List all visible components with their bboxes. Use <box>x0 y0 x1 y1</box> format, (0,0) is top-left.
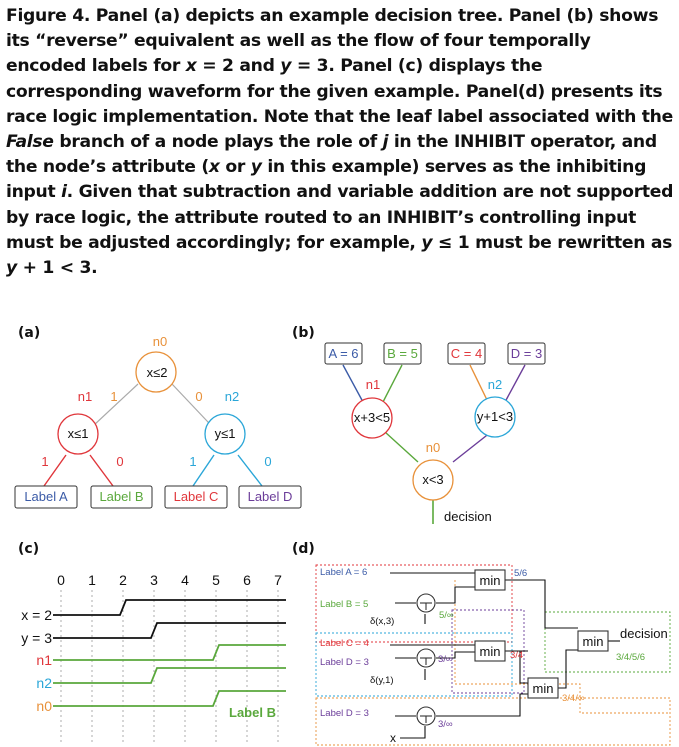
panel-a-tree: n0 x≤2 n1 x≤1 n2 y≤1 1 0 1 0 1 0 <box>41 334 272 487</box>
waveform-row-label: n2 <box>36 675 52 691</box>
d-t-3456: 3/4/5/6 <box>616 652 645 663</box>
group-box-orange <box>315 697 671 746</box>
reverse-node-n0 <box>412 459 454 501</box>
reverse-n2-name: n2 <box>488 377 502 392</box>
waveform-row-label: y = 3 <box>21 630 52 646</box>
group-box-red <box>315 564 513 643</box>
d-t-56: 5/6 <box>514 568 527 579</box>
panel-c-waveforms: 0 1 2 3 4 5 6 7 x = 2 y = 3 n1 n2 n0 <box>21 572 286 744</box>
min-gate-4 <box>577 630 609 652</box>
reverse-n1-name: n1 <box>366 377 380 392</box>
n1-true-edge-label: 1 <box>41 454 48 469</box>
d-x-input: x <box>390 731 396 745</box>
n2-true-edge-label: 1 <box>189 454 196 469</box>
n2-name: n2 <box>225 389 239 404</box>
n0-cond: x≤2 <box>147 365 168 380</box>
d-label-c: Label C = 4 <box>320 638 369 649</box>
time-tick-label: 3 <box>150 572 158 588</box>
n1-name: n1 <box>78 389 92 404</box>
n1-cond: x≤1 <box>68 426 89 441</box>
decision-output-label: decision <box>444 509 492 524</box>
reverse-n0-cond: x<3 <box>422 472 443 487</box>
d-label-d-2: Label D = 3 <box>320 708 369 719</box>
n0-true-edge-label: 1 <box>110 389 117 404</box>
d-t-34inf: 3/4/∞ <box>562 693 585 704</box>
panel-b-label: (b) <box>292 325 315 341</box>
node-n2 <box>204 413 246 455</box>
n1-false-edge-label: 0 <box>116 454 123 469</box>
min-gate-2-label: min <box>480 644 501 659</box>
min-gate-1-label: min <box>480 573 501 588</box>
min-gate-2 <box>474 640 506 662</box>
d-label-d: Label D = 3 <box>320 657 369 668</box>
input-a: A = 6 <box>329 346 359 361</box>
leaf-label-b: Label B <box>99 489 143 504</box>
d-t-34: 3/4 <box>510 650 523 661</box>
panel-d-label: (d) <box>292 541 315 557</box>
input-c: C = 4 <box>451 346 482 361</box>
leaf-label-a: Label A <box>24 489 68 504</box>
group-box-blue <box>315 632 513 697</box>
time-tick-label: 5 <box>212 572 220 588</box>
reverse-n0-name: n0 <box>426 440 440 455</box>
time-tick-label: 2 <box>119 572 127 588</box>
time-tick-label: 4 <box>181 572 189 588</box>
figure-caption: Figure 4. Panel (a) depicts an example d… <box>6 6 674 279</box>
waveform-row-label: n1 <box>36 652 52 668</box>
node-n0 <box>135 351 177 393</box>
group-box-green <box>544 611 671 673</box>
min-gate-1 <box>474 569 506 591</box>
n0-name: n0 <box>153 334 167 349</box>
waveform-label-b: Label B <box>229 705 276 720</box>
time-tick-label: 0 <box>57 572 65 588</box>
input-b: B = 5 <box>387 346 418 361</box>
n2-cond: y≤1 <box>215 426 236 441</box>
n2-false-edge-label: 0 <box>264 454 271 469</box>
d-t-3inf-a: 3/∞ <box>438 654 453 665</box>
waveform-trace <box>53 690 286 707</box>
n0-false-edge-label: 0 <box>195 389 202 404</box>
waveform-trace <box>53 667 286 684</box>
d-t-3inf-b: 3/∞ <box>438 719 453 730</box>
reverse-n2-cond: y+1<3 <box>477 409 513 424</box>
reverse-node-n2 <box>474 396 516 438</box>
d-label-b: Label B = 5 <box>320 599 368 610</box>
d-delta-x3: δ(x,3) <box>370 616 394 627</box>
input-d: D = 3 <box>511 346 542 361</box>
reverse-n1-cond: x+3<5 <box>354 410 390 425</box>
min-gate-3 <box>527 677 559 699</box>
waveform-trace <box>53 599 286 616</box>
waveform-trace <box>53 622 286 639</box>
panel-c-label: (c) <box>18 541 39 557</box>
panel-b-reverse-tree: A = 6 B = 5 C = 4 D = 3 n1 x+3<5 n2 y+1<… <box>324 342 546 524</box>
panel-d-race-logic: min min min min Label A = 6 Label B = 5 … <box>315 564 671 746</box>
d-decision: decision <box>620 626 668 641</box>
min-gate-3-label: min <box>533 681 554 696</box>
d-label-a: Label A = 6 <box>320 567 367 578</box>
d-delta-y1: δ(y,1) <box>370 675 394 686</box>
panel-a-label: (a) <box>18 325 40 341</box>
node-n1 <box>57 413 99 455</box>
waveform-row-label: x = 2 <box>21 607 52 623</box>
time-tick-label: 1 <box>88 572 96 588</box>
waveform-trace <box>53 644 286 661</box>
time-tick-label: 6 <box>243 572 251 588</box>
d-t-5inf: 5/∞ <box>439 610 454 621</box>
leaf-label-c: Label C <box>174 489 219 504</box>
min-gate-4-label: min <box>583 634 604 649</box>
panel-a-leaves: Label A Label B Label C Label D <box>14 485 302 509</box>
waveform-row-label: n0 <box>36 698 52 714</box>
leaf-label-d: Label D <box>248 489 293 504</box>
reverse-node-n1 <box>351 397 393 439</box>
time-tick-label: 7 <box>274 572 282 588</box>
